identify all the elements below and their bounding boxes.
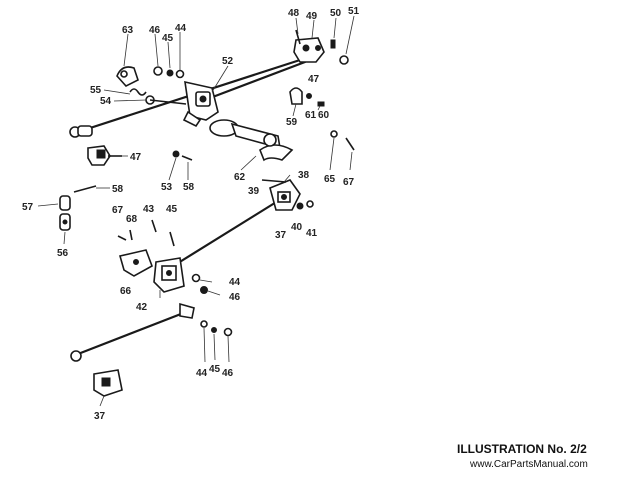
middle-rod	[168, 194, 288, 270]
screw-43	[151, 219, 157, 233]
lower-rod	[76, 310, 188, 356]
callout-44-lower: 44	[196, 368, 208, 379]
callout-41: 41	[306, 228, 318, 239]
washer-44-mid	[191, 273, 201, 283]
bracket-48-49	[293, 29, 325, 63]
callout-67-left: 67	[112, 205, 124, 216]
lower-left-clip	[70, 350, 82, 362]
handle-62	[209, 119, 294, 162]
washer-53	[172, 150, 180, 158]
callout-38: 38	[298, 170, 310, 181]
bolt-58	[181, 155, 193, 161]
callout-46-lower: 46	[222, 368, 234, 379]
callout-61: 61	[305, 110, 317, 121]
callout-47-left: 47	[130, 152, 142, 163]
callout-68: 68	[126, 214, 138, 225]
leader-lines	[37, 15, 355, 407]
screw-45-mid	[169, 231, 175, 247]
callout-39: 39	[248, 186, 260, 197]
callout-44: 44	[175, 23, 187, 34]
callout-37-lower: 37	[94, 411, 106, 422]
callout-43: 43	[143, 204, 155, 215]
callout-49: 49	[306, 11, 318, 22]
nut-40	[296, 202, 304, 210]
bracket-42	[153, 257, 185, 293]
bracket-37-upper	[269, 179, 301, 211]
nut-46-lower	[223, 327, 233, 337]
callout-45-lower: 45	[209, 364, 221, 375]
washer-44-upper	[175, 69, 185, 79]
bolt-60	[317, 101, 325, 107]
callout-44-mid: 44	[229, 277, 241, 288]
callout-62: 62	[234, 172, 246, 183]
callout-58-upper: 58	[183, 182, 195, 193]
upper-left-clip	[69, 125, 93, 138]
callout-52: 52	[222, 56, 234, 67]
callout-42: 42	[136, 302, 148, 313]
spring-58-left	[73, 185, 97, 193]
callout-56: 56	[57, 248, 69, 259]
bolt-50	[330, 39, 336, 49]
callout-63: 63	[122, 25, 134, 36]
callout-46: 46	[149, 25, 161, 36]
nut-51	[339, 55, 349, 65]
middle-rod-assembly	[59, 179, 314, 294]
callout-50: 50	[330, 8, 342, 19]
callout-48: 48	[288, 8, 300, 19]
bracket-37-lower	[93, 369, 123, 397]
nut-46-upper	[153, 66, 163, 76]
pin-68	[129, 229, 133, 241]
lever-63	[116, 66, 139, 87]
callout-66: 66	[120, 286, 132, 297]
callout-37-upper: 37	[275, 230, 287, 241]
illustration-caption: ILLUSTRATION No. 2/2	[457, 442, 587, 456]
pin-67-right	[345, 137, 355, 151]
callout-55: 55	[90, 85, 102, 96]
clip-57	[59, 195, 71, 211]
clip-59	[289, 87, 303, 105]
callout-45: 45	[162, 33, 174, 44]
pin-67-left	[117, 235, 127, 241]
upper-rod-assembly	[69, 29, 355, 166]
nut-46-mid	[200, 286, 208, 294]
spring-55-54	[129, 88, 187, 105]
callout-67-right: 67	[343, 177, 355, 188]
washer-61	[306, 93, 312, 99]
callout-51: 51	[348, 6, 360, 17]
website-watermark: www.CarPartsManual.com	[470, 459, 588, 470]
bracket-52	[182, 80, 219, 128]
callout-57: 57	[22, 202, 34, 213]
washer-44-lower	[200, 320, 208, 328]
callout-47-right: 47	[308, 74, 320, 85]
washer-65	[330, 130, 338, 138]
callout-46-mid: 46	[229, 292, 241, 303]
washer-45-upper	[166, 69, 174, 77]
callout-53: 53	[161, 182, 173, 193]
lower-rod-assembly	[70, 302, 233, 397]
lever-47-left	[87, 145, 122, 166]
callout-40: 40	[291, 222, 303, 233]
clip-56	[59, 213, 71, 231]
callout-59: 59	[286, 117, 298, 128]
upper-rod-right	[208, 60, 307, 100]
lever-66	[118, 249, 153, 277]
callout-60: 60	[318, 110, 330, 121]
callout-54: 54	[100, 96, 112, 107]
washer-41	[306, 200, 314, 208]
callout-65: 65	[324, 174, 336, 185]
callout-58-left: 58	[112, 184, 124, 195]
callouts: 63 46 45 44 48 49 50 51 52 47 55 54 59 6…	[22, 6, 360, 422]
callout-45-mid: 45	[166, 204, 178, 215]
washer-45-lower	[211, 327, 217, 333]
clip-lower-right	[179, 302, 195, 319]
screw-39-38	[261, 179, 287, 183]
